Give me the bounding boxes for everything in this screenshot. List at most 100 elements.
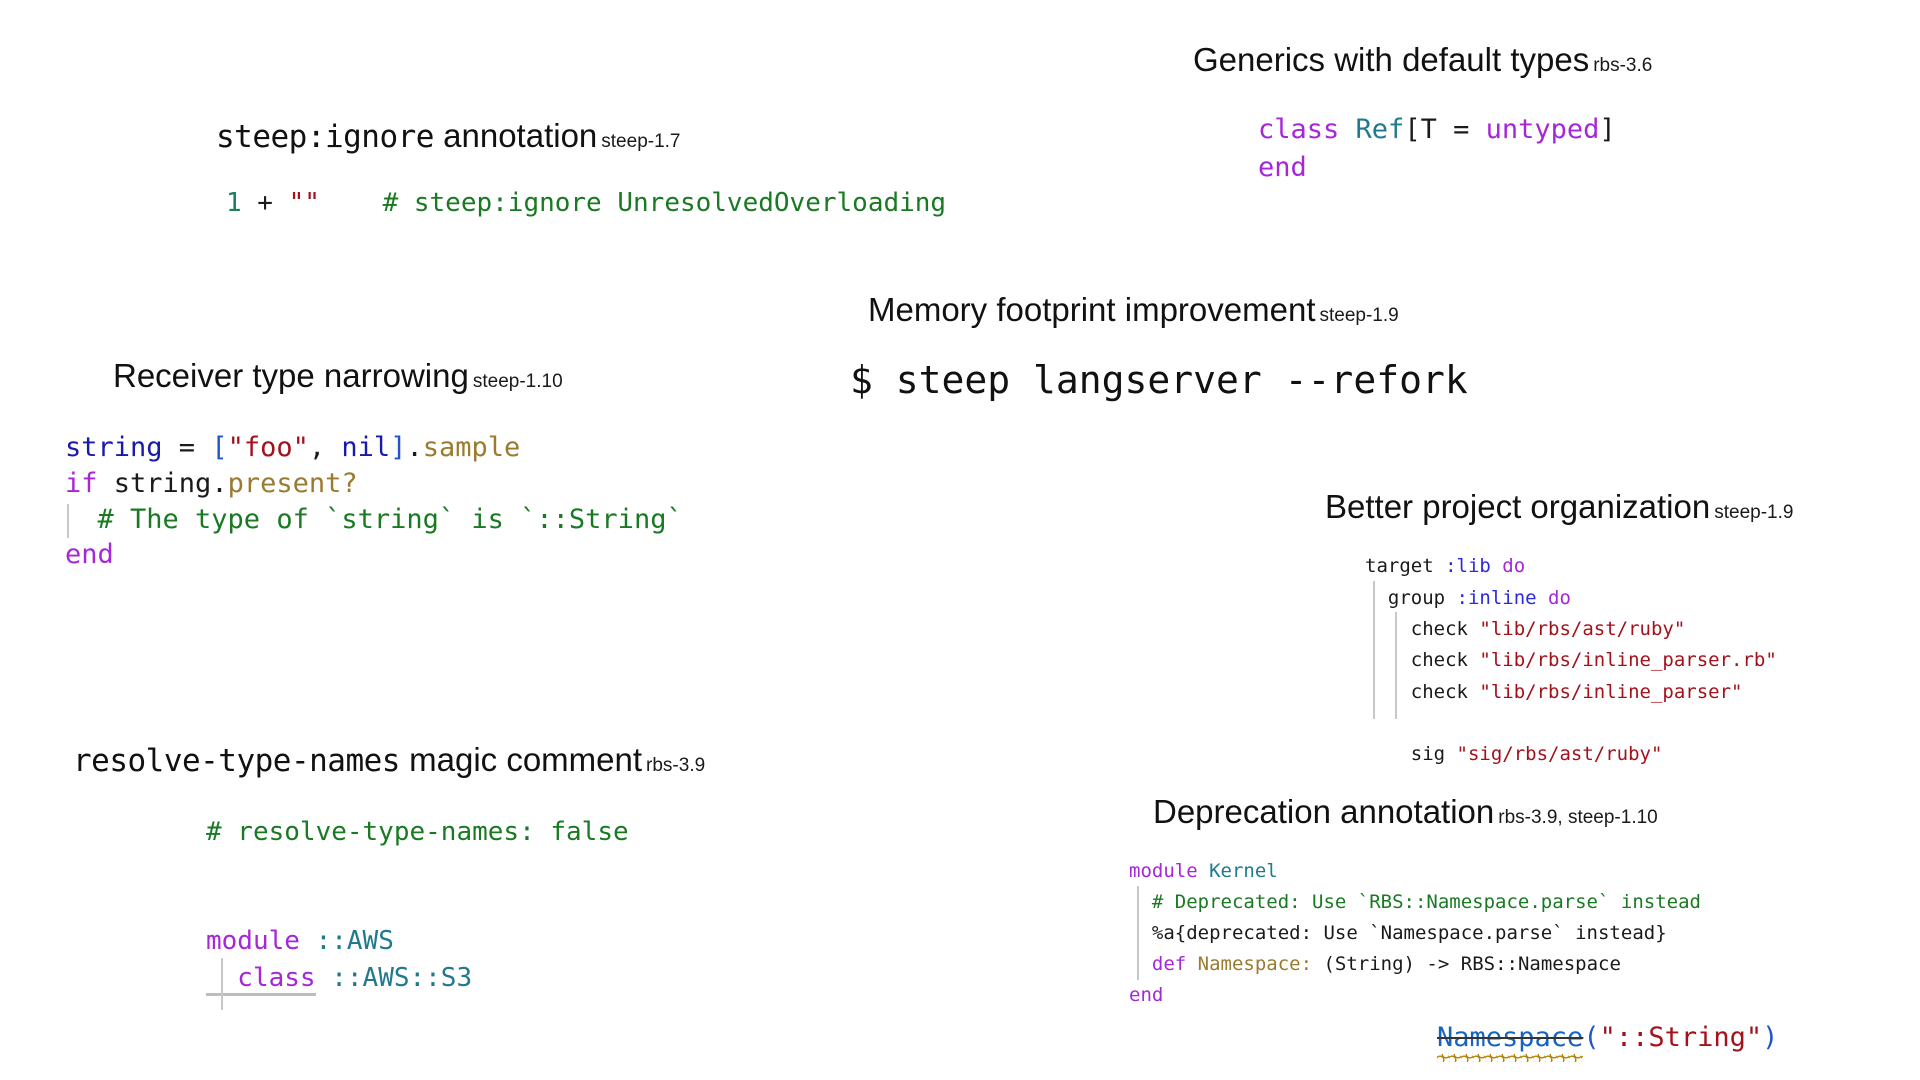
indent-guide — [67, 503, 69, 538]
token-dsl-target: target — [1365, 555, 1446, 578]
token-keyword-class: class — [206, 962, 316, 996]
token-symbol-inline: :inline — [1456, 586, 1537, 609]
token-signature: (String) -> RBS::Namespace — [1312, 953, 1621, 976]
token-string-path: "lib/rbs/inline_parser" — [1479, 680, 1743, 703]
token-method-name: Namespace: — [1186, 953, 1313, 976]
token-constant-kernel: Kernel — [1197, 860, 1278, 883]
code-line: Namespace("::String") — [1437, 1022, 1778, 1062]
token-string: "" — [288, 188, 320, 219]
token-number: 1 — [226, 188, 242, 219]
token-dsl-check: check — [1365, 617, 1480, 640]
code-line: def Namespace: (String) -> RBS::Namespac… — [1129, 949, 1701, 980]
token-string: "foo" — [227, 432, 309, 464]
deprecated-method-link[interactable]: Namespace — [1437, 1022, 1584, 1062]
code-line: module Kernel — [1129, 856, 1701, 887]
token-dot: . — [406, 432, 423, 464]
token-keyword-untyped: untyped — [1485, 114, 1600, 146]
code-block-resolve: # resolve-type-names: false module ::AWS… — [206, 814, 705, 1010]
code-line: check "lib/rbs/ast/ruby" — [1365, 614, 1793, 645]
code-line: check "lib/rbs/inline_parser.rb" — [1365, 645, 1793, 676]
heading-text-part: Better project organization — [1325, 488, 1711, 525]
heading-version-badge: rbs-3.6 — [1593, 55, 1653, 76]
token-symbol-lib: :lib — [1445, 555, 1491, 578]
token-constant-aws: ::AWS — [299, 926, 394, 957]
code-line-blank — [206, 851, 705, 887]
token-variable: string — [97, 467, 212, 499]
code-line: end — [1129, 980, 1701, 1011]
code-line: string = ["foo", nil].sample — [65, 430, 683, 466]
code-line: # Deprecated: Use `RBS::Namespace.parse`… — [1129, 887, 1701, 918]
code-line: end — [65, 537, 683, 573]
heading-mono-part: resolve-type-names — [73, 743, 400, 779]
token-keyword-module: module — [206, 926, 300, 957]
heading-version-badge: rbs-3.9 — [646, 755, 706, 776]
code-line: %a{deprecated: Use `Namespace.parse` ins… — [1129, 918, 1701, 949]
token-constant: Ref — [1339, 114, 1405, 146]
warning-squiggle-underline — [1437, 1054, 1584, 1062]
indent-guide — [1395, 612, 1397, 720]
code-line: sig "sig/rbs/ast/ruby" — [1365, 739, 1793, 770]
code-line: check "lib/rbs/inline_parser" — [1365, 677, 1793, 708]
token-annotation: %a{deprecated: Use `Namespace.parse` ins… — [1129, 922, 1667, 945]
token-dot: . — [211, 467, 228, 499]
token-dsl-check: check — [1365, 680, 1480, 703]
heading-version-badge: rbs-3.9, steep-1.10 — [1498, 807, 1658, 828]
token-dsl-check: check — [1365, 649, 1480, 672]
token-keyword-def: def — [1129, 953, 1187, 976]
heading-text-part: Memory footprint improvement — [868, 291, 1316, 328]
token-string-arg: "::String" — [1599, 1022, 1763, 1053]
token-assign: = — [162, 432, 212, 464]
token-comma: , — [308, 432, 342, 464]
token-paren-open: ( — [1583, 1022, 1600, 1053]
token-method-sample: sample — [422, 432, 521, 464]
token-bracket-open: [T = — [1404, 114, 1486, 146]
code-line: # The type of `string` is `::String` — [65, 502, 683, 538]
token-bracket-close: ] — [1599, 114, 1616, 146]
token-dsl-sig: sig — [1365, 743, 1457, 766]
code-block-deprecation: module Kernel # Deprecated: Use `RBS::Na… — [1129, 856, 1701, 1011]
token-keyword-end: end — [65, 539, 114, 571]
token-method-present: present? — [227, 467, 358, 499]
code-line: module ::AWS — [206, 923, 705, 959]
heading-text-part: Receiver type narrowing — [113, 357, 469, 394]
heading-version-badge: steep-1.9 — [1319, 305, 1399, 326]
deprecated-method-label: Namespace — [1437, 1022, 1584, 1053]
code-line: class Ref[T = untyped] — [1258, 111, 1652, 148]
token-string-path: "lib/rbs/inline_parser.rb" — [1479, 649, 1777, 672]
token-keyword-end: end — [1258, 151, 1307, 183]
token-string-path: "lib/rbs/ast/ruby" — [1479, 617, 1686, 640]
token-variable: string — [65, 432, 163, 464]
heading-text-part: annotation — [433, 117, 598, 154]
token-keyword-if: if — [65, 467, 98, 499]
indent-guide — [1373, 581, 1375, 720]
token-keyword-module: module — [1129, 860, 1198, 883]
heading-mono-part: steep:ignore — [216, 119, 434, 155]
token-nil: nil — [341, 432, 391, 464]
heading-text-part: Generics with default types — [1193, 41, 1590, 78]
indent-guide — [221, 957, 223, 1010]
token-comment: # steep:ignore UnresolvedOverloading — [382, 188, 947, 219]
token-gap — [320, 188, 383, 218]
token-keyword-do: do — [1490, 555, 1526, 578]
code-block-steep-ignore: 1 + "" # steep:ignore UnresolvedOverload… — [226, 188, 946, 218]
code-line: # resolve-type-names: false — [206, 814, 705, 850]
code-line: if string.present? — [65, 466, 683, 502]
code-line: group :inline do — [1365, 583, 1793, 614]
token-comment: # The type of `string` is `::String` — [65, 503, 683, 535]
code-line-blank — [1365, 708, 1793, 739]
code-line: target :lib do — [1365, 551, 1793, 582]
indent-guide — [1137, 886, 1139, 981]
terminal-command-line: $ steep langserver --refork — [850, 358, 1468, 403]
